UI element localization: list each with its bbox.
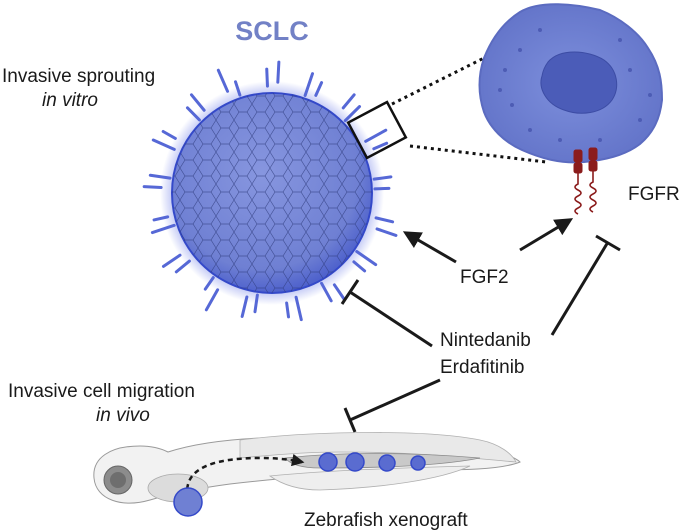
sprout-spike bbox=[314, 81, 324, 97]
sprout-spike bbox=[189, 93, 206, 112]
sprout-spike bbox=[352, 260, 367, 273]
sprout-spike bbox=[374, 216, 395, 224]
inhibitor-label-1: Nintedanib bbox=[440, 330, 531, 351]
fgfr-label: FGFR bbox=[628, 184, 680, 205]
sprout-spike bbox=[372, 175, 393, 181]
sprouting-spikes bbox=[142, 60, 398, 322]
xenograft-cells bbox=[173, 452, 426, 517]
sprout-spike bbox=[174, 259, 191, 274]
sprout-spike bbox=[203, 276, 215, 291]
migration-path-arrow bbox=[185, 453, 305, 499]
cell-nucleus bbox=[540, 51, 618, 114]
fgf2-to-spheroid-arrow bbox=[402, 231, 457, 264]
sprout-spike bbox=[142, 185, 163, 189]
sprout-spike bbox=[285, 301, 291, 319]
zoom-line-bottom bbox=[409, 144, 547, 164]
sprout-spike bbox=[253, 293, 259, 314]
migration-context-label: in vivo bbox=[96, 405, 150, 426]
sprout-spike bbox=[375, 227, 398, 237]
sprout-spike bbox=[150, 223, 176, 235]
sprout-spike bbox=[151, 138, 176, 151]
sprout-spike bbox=[320, 281, 333, 303]
sprouting-label: Invasive sprouting bbox=[2, 66, 155, 87]
cell-speckle bbox=[538, 28, 542, 32]
cell-speckle bbox=[618, 38, 622, 42]
sprout-spike bbox=[216, 68, 230, 93]
cell-speckle bbox=[503, 68, 507, 72]
zoom-box bbox=[346, 100, 408, 160]
sprout-spike bbox=[303, 72, 314, 97]
sprout-spike bbox=[372, 141, 389, 151]
sprout-spike bbox=[148, 173, 172, 180]
zoom-line-top bbox=[391, 53, 491, 106]
spheroid bbox=[142, 60, 398, 322]
inhibit-spheroid bbox=[340, 279, 433, 348]
cell-speckle bbox=[498, 88, 502, 92]
fgf2-to-fgfr-arrow bbox=[519, 218, 574, 252]
cell-speckle bbox=[558, 138, 562, 142]
sprout-spike bbox=[204, 288, 220, 312]
cell-speckle bbox=[510, 103, 514, 107]
enlarged-cell bbox=[478, 3, 664, 164]
migration-label: Invasive cell migration bbox=[8, 381, 195, 402]
diagram-title: SCLC bbox=[235, 16, 309, 46]
cell-speckle bbox=[528, 128, 532, 132]
sprout-spike bbox=[355, 250, 378, 267]
sprouting-context-label: in vitro bbox=[42, 90, 98, 111]
fgf2-label: FGF2 bbox=[460, 267, 509, 288]
sprout-spike bbox=[185, 106, 201, 122]
sprout-spike bbox=[343, 105, 362, 123]
sprout-spike bbox=[364, 128, 388, 143]
sprout-spike bbox=[332, 283, 346, 301]
model-label: Zebrafish xenograft bbox=[304, 510, 468, 531]
sprout-spike bbox=[373, 186, 391, 191]
sprout-spike bbox=[234, 80, 242, 97]
sprout-spike bbox=[161, 253, 182, 268]
sprout-spike bbox=[152, 215, 170, 222]
fgfr-receptors bbox=[573, 147, 598, 215]
sprout-spike bbox=[276, 60, 281, 84]
sprout-spike bbox=[240, 295, 249, 318]
cell-speckle bbox=[648, 93, 652, 97]
zebrafish bbox=[93, 432, 521, 517]
inhibit-migration bbox=[343, 378, 441, 433]
inhibit-fgfr bbox=[550, 234, 621, 336]
cell-speckle bbox=[598, 138, 602, 142]
sprout-spike bbox=[341, 93, 356, 110]
sprout-spike bbox=[161, 129, 177, 140]
cell-speckle bbox=[638, 118, 642, 122]
sprout-spike bbox=[294, 295, 303, 322]
sprout-spike bbox=[265, 67, 269, 88]
inhibitor-label-2: Erdafitinib bbox=[440, 357, 525, 378]
cell-speckle bbox=[628, 68, 632, 72]
cell-speckle bbox=[518, 48, 522, 52]
